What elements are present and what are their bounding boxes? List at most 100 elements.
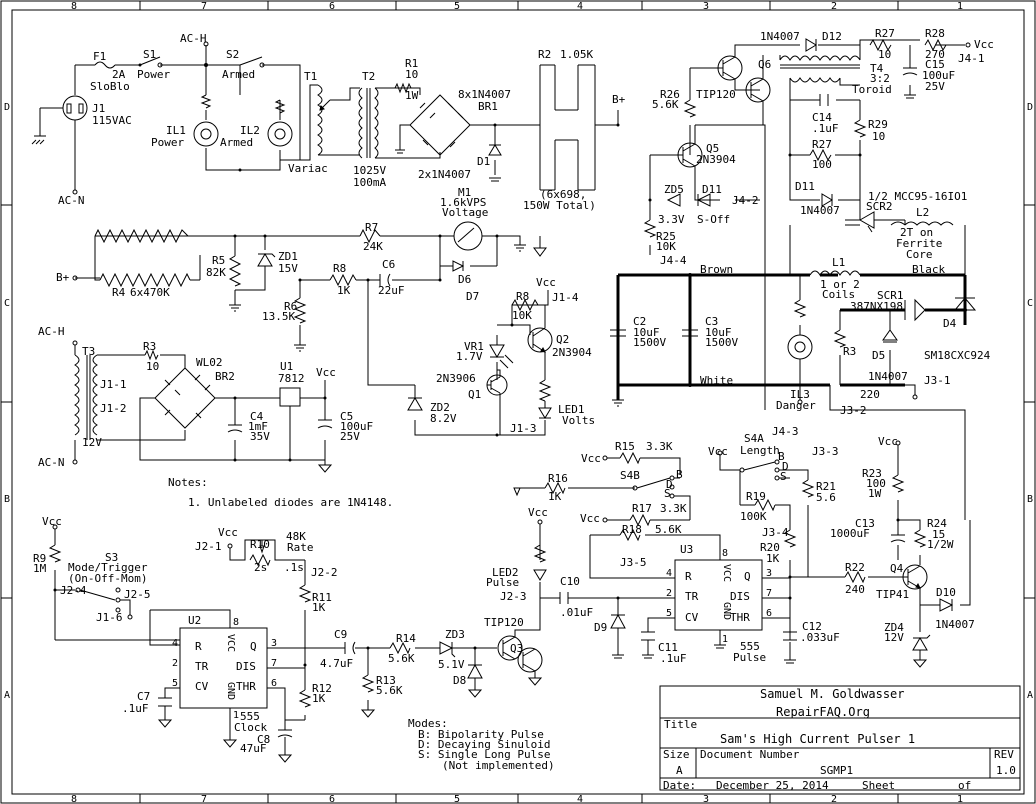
col-2: 2	[831, 1, 837, 12]
label-u2-p8: 8	[233, 617, 239, 628]
label-c15: C15	[925, 58, 945, 71]
label-u3-p1: 1	[722, 634, 728, 645]
label-bplus2: B+	[56, 271, 70, 284]
label-zd4: ZD4	[884, 621, 904, 634]
label-led2-value: Pulse	[486, 576, 519, 589]
titleblock-sheet-label: Sheet	[862, 779, 895, 792]
label-d7: D7	[466, 290, 479, 303]
col-4-bottom: 4	[577, 794, 583, 804]
label-u1-value: 7812	[278, 372, 305, 385]
label-r19-value: 100K	[740, 510, 767, 523]
label-t4: T4	[870, 62, 884, 75]
label-r8a: R8	[333, 262, 346, 275]
label-r25: R25	[656, 230, 676, 243]
label-c9: C9	[334, 628, 347, 641]
label-r12: R12	[312, 682, 332, 695]
label-t2-value2: 100mA	[353, 176, 386, 189]
label-zd3: ZD3	[445, 628, 465, 641]
label-r27a-value: 10	[878, 48, 891, 61]
label-u3-p6: 6	[766, 608, 772, 619]
label-c13-value: 1000uF	[830, 527, 870, 540]
label-t1-value: Variac	[288, 162, 328, 175]
label-d1-value: 2x1N4007	[418, 168, 471, 181]
label-vcc4: Vcc	[528, 506, 548, 519]
label-r25-value: 10K	[656, 240, 676, 253]
label-r18: R18	[622, 523, 642, 536]
titleblock-size: A	[676, 764, 683, 777]
titleblock-author: Samuel M. Goldwasser	[760, 687, 905, 701]
label-t2: T2	[362, 70, 375, 83]
label-s4a: S4A	[744, 432, 764, 445]
label-j33: J3-3	[812, 445, 839, 458]
label-f1-type: SloBlo	[90, 80, 130, 93]
label-r4-value: 6x470K	[130, 286, 170, 299]
label-r24-watt: 1/2W	[927, 538, 954, 551]
label-u2-pin-cv: CV	[195, 680, 209, 693]
label-j32: J3-2	[840, 404, 867, 417]
label-r17-value: 3.3K	[660, 502, 687, 515]
label-u3-p7: 7	[766, 588, 772, 599]
label-u2-pin-thr: THR	[236, 680, 256, 693]
label-r27a: R27	[875, 27, 895, 40]
label-u2-pin-q: Q	[250, 640, 257, 653]
label-c11: C11	[658, 641, 678, 654]
label-zd5-value: 3.3V	[658, 213, 685, 226]
titleblock-date-label: Date:	[663, 779, 696, 792]
label-il3-value: Danger	[776, 399, 816, 412]
label-wl02: WL02	[196, 356, 223, 369]
label-sm: SM18CXC924	[924, 349, 991, 362]
label-q3: Q3	[510, 642, 523, 655]
titleblock-title-label: Title	[664, 718, 697, 731]
label-led2: LED2	[492, 566, 519, 579]
ac-input-section	[31, 41, 620, 437]
row-A-right: A	[1027, 690, 1033, 701]
titleblock-date: December 25, 2014	[716, 779, 829, 792]
label-r10-rate: Rate	[287, 541, 314, 554]
col-6: 6	[329, 1, 335, 12]
label-s1-value: Power	[137, 68, 170, 81]
label-c10-value: .01uF	[560, 606, 593, 619]
label-d11b: D11	[795, 180, 815, 193]
label-j21: J2-1	[195, 540, 222, 553]
label-vcc1: Vcc	[536, 276, 556, 289]
label-ach: AC-H	[180, 32, 207, 45]
label-j35: J3-5	[620, 556, 647, 569]
label-r6-value: 13.5K	[262, 310, 295, 323]
col-7: 7	[201, 1, 207, 12]
label-r13-value: 5.6K	[376, 684, 403, 697]
label-zd5: ZD5	[664, 183, 684, 196]
col-1: 1	[957, 1, 963, 12]
label-c2-volt: 1500V	[633, 336, 666, 349]
label-d8: D8	[453, 674, 466, 687]
label-u2-pin-vcc: VCC	[225, 634, 236, 652]
label-s4a-d: D	[782, 460, 789, 473]
label-notes: Notes:	[168, 476, 208, 489]
col-5-bottom: 5	[454, 794, 460, 804]
label-il2: IL2	[240, 124, 260, 137]
label-r5: R5	[212, 254, 225, 267]
title-block: Samuel M. Goldwasser RepairFAQ.Org Title…	[659, 685, 1021, 792]
label-u2-p4: 4	[172, 638, 178, 649]
label-u2-type: Clock	[234, 721, 267, 734]
label-mode-s2: (Not implemented)	[442, 759, 555, 772]
label-d4: D4	[943, 317, 957, 330]
label-c7: C7	[137, 690, 150, 703]
label-d11-value: S-Off	[697, 213, 730, 226]
col-6-bottom: 6	[329, 794, 335, 804]
label-j41: J4-1	[958, 52, 985, 65]
label-r29: R29	[868, 118, 888, 131]
label-r2: R2	[538, 48, 551, 61]
label-t1: T1	[304, 70, 317, 83]
label-m1-type: Voltage	[442, 206, 488, 219]
col-3-bottom: 3	[703, 794, 709, 804]
label-c5-volt: 25V	[340, 430, 360, 443]
label-c7-value: .1uF	[122, 702, 149, 715]
label-u3-p3: 3	[766, 568, 772, 579]
label-q2: Q2	[556, 333, 569, 346]
label-r14-value: 5.6K	[388, 652, 415, 665]
label-j14: J1-4	[552, 291, 579, 304]
clock-section	[48, 519, 547, 763]
label-u3-value: 555	[740, 640, 760, 653]
label-u3-pin-cv: CV	[685, 611, 699, 624]
